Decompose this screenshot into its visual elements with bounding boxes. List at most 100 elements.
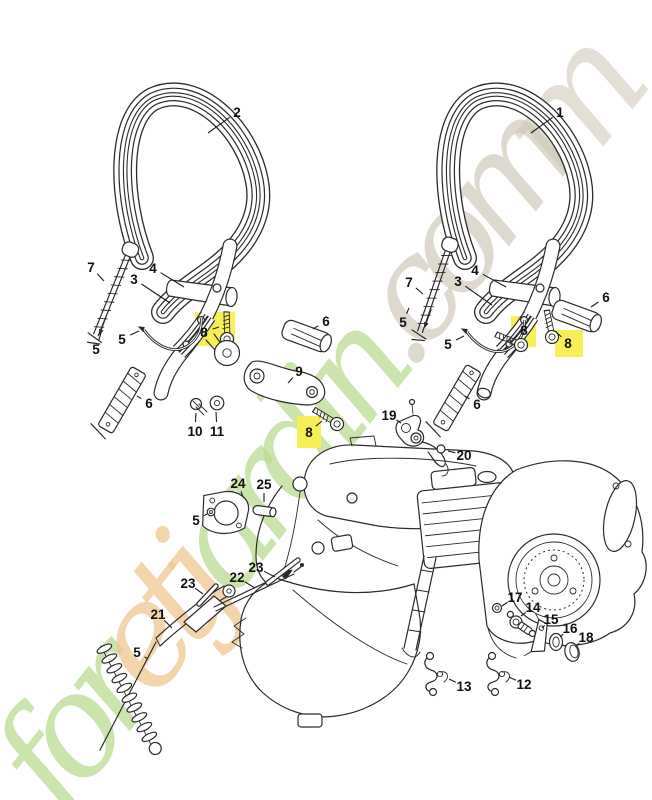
- part-label-8: 8: [200, 325, 208, 340]
- leader-line: [144, 656, 149, 660]
- fuel-tank-housing: [231, 577, 422, 728]
- part-label-17: 17: [507, 590, 522, 605]
- leader-line: [482, 273, 507, 288]
- part-label-11: 11: [210, 424, 225, 439]
- bracket-foot: [205, 333, 241, 367]
- leader-line: [287, 377, 294, 384]
- part-label-8: 8: [564, 336, 572, 351]
- leader-line: [136, 395, 142, 399]
- clip-12: [486, 651, 511, 697]
- part-label-5: 5: [133, 645, 141, 660]
- crankcase-clutch: [478, 460, 647, 647]
- leader-line: [530, 116, 554, 134]
- clip-13: [424, 651, 449, 697]
- leader-line: [465, 285, 493, 306]
- part-label-2: 2: [233, 105, 241, 120]
- part-label-3: 3: [454, 274, 462, 289]
- leader-line: [559, 633, 564, 638]
- part-label-22: 22: [229, 570, 244, 585]
- leader-line: [396, 419, 402, 424]
- part-label-1: 1: [556, 105, 564, 120]
- valve-14: [506, 610, 536, 638]
- part-label-13: 13: [456, 679, 472, 694]
- nut-17: [491, 602, 503, 614]
- part-label-3: 3: [130, 272, 138, 287]
- leader-line: [447, 450, 456, 454]
- part-label-23: 23: [180, 576, 196, 591]
- part-label-10: 10: [187, 424, 202, 439]
- leader-line: [98, 332, 102, 341]
- part-label-9: 9: [295, 364, 303, 379]
- part-label-7: 7: [405, 275, 413, 290]
- leader-line: [215, 411, 218, 423]
- part-label-4: 4: [471, 263, 479, 278]
- part-label-18: 18: [578, 630, 594, 645]
- leader-line: [508, 676, 517, 681]
- wire-link-20: [421, 441, 449, 477]
- leader-line: [406, 307, 410, 314]
- leader-line: [520, 611, 527, 617]
- highlight-box-part-8[interactable]: [297, 416, 321, 448]
- coil-spring-rod-7: [84, 239, 141, 348]
- leader-line: [244, 581, 256, 589]
- bracket-19: [395, 398, 425, 447]
- leader-line: [263, 570, 276, 578]
- part-label-21: 21: [150, 607, 166, 622]
- leader-line: [415, 287, 424, 295]
- screw-10: [189, 397, 208, 416]
- part-label-6: 6: [602, 290, 610, 305]
- leader-line: [129, 330, 140, 336]
- part-label-12: 12: [516, 677, 531, 692]
- part-label-6: 6: [473, 397, 481, 412]
- part-label-5: 5: [192, 513, 200, 528]
- leader-line: [194, 412, 197, 423]
- part-label-15: 15: [543, 612, 559, 627]
- part-label-6: 6: [145, 396, 153, 411]
- gasket-plate-24: [202, 490, 250, 534]
- rod-23a: [196, 583, 219, 607]
- engine-assembly: [231, 435, 647, 728]
- highlight-box-part-8[interactable]: [555, 330, 583, 357]
- leader-line: [541, 624, 546, 629]
- part-label-19: 19: [381, 408, 396, 423]
- leader-line: [554, 330, 562, 338]
- washer-11: [209, 395, 225, 411]
- leader-line: [315, 420, 323, 427]
- leader-line: [194, 587, 204, 595]
- leader-line: [512, 335, 518, 340]
- leader-line: [163, 619, 173, 629]
- leader-line: [464, 395, 470, 400]
- leader-line: [590, 301, 599, 308]
- leader-line: [240, 491, 244, 498]
- leader-line: [160, 272, 185, 288]
- part-label-25: 25: [256, 477, 272, 492]
- ring-16: [548, 632, 564, 652]
- leader-line: [96, 273, 105, 282]
- leader-line: [455, 335, 465, 341]
- part-label-5: 5: [399, 315, 407, 330]
- leader-line: [141, 283, 171, 304]
- part-label-7: 7: [87, 260, 95, 275]
- part-label-23: 23: [248, 560, 264, 575]
- part-label-4: 4: [149, 261, 157, 276]
- rear-strut: [401, 555, 517, 659]
- coil-spring-5: [96, 643, 162, 756]
- right-handlebar-assembly: [408, 94, 605, 440]
- part-label-8: 8: [520, 323, 528, 338]
- part-label-24: 24: [230, 476, 246, 491]
- leader-line: [501, 601, 508, 607]
- leader-line: [212, 326, 220, 330]
- part-label-14: 14: [525, 600, 541, 615]
- pin-25: [252, 504, 277, 518]
- leader-line: [575, 642, 580, 647]
- bolt-5: [206, 507, 216, 517]
- part-label-20: 20: [456, 448, 471, 463]
- support-bracket-9: [243, 360, 326, 406]
- part-label-5: 5: [118, 332, 126, 347]
- leader-line: [203, 513, 208, 517]
- cap-18: [564, 642, 580, 662]
- leader-line: [207, 116, 231, 134]
- part-label-16: 16: [562, 621, 578, 636]
